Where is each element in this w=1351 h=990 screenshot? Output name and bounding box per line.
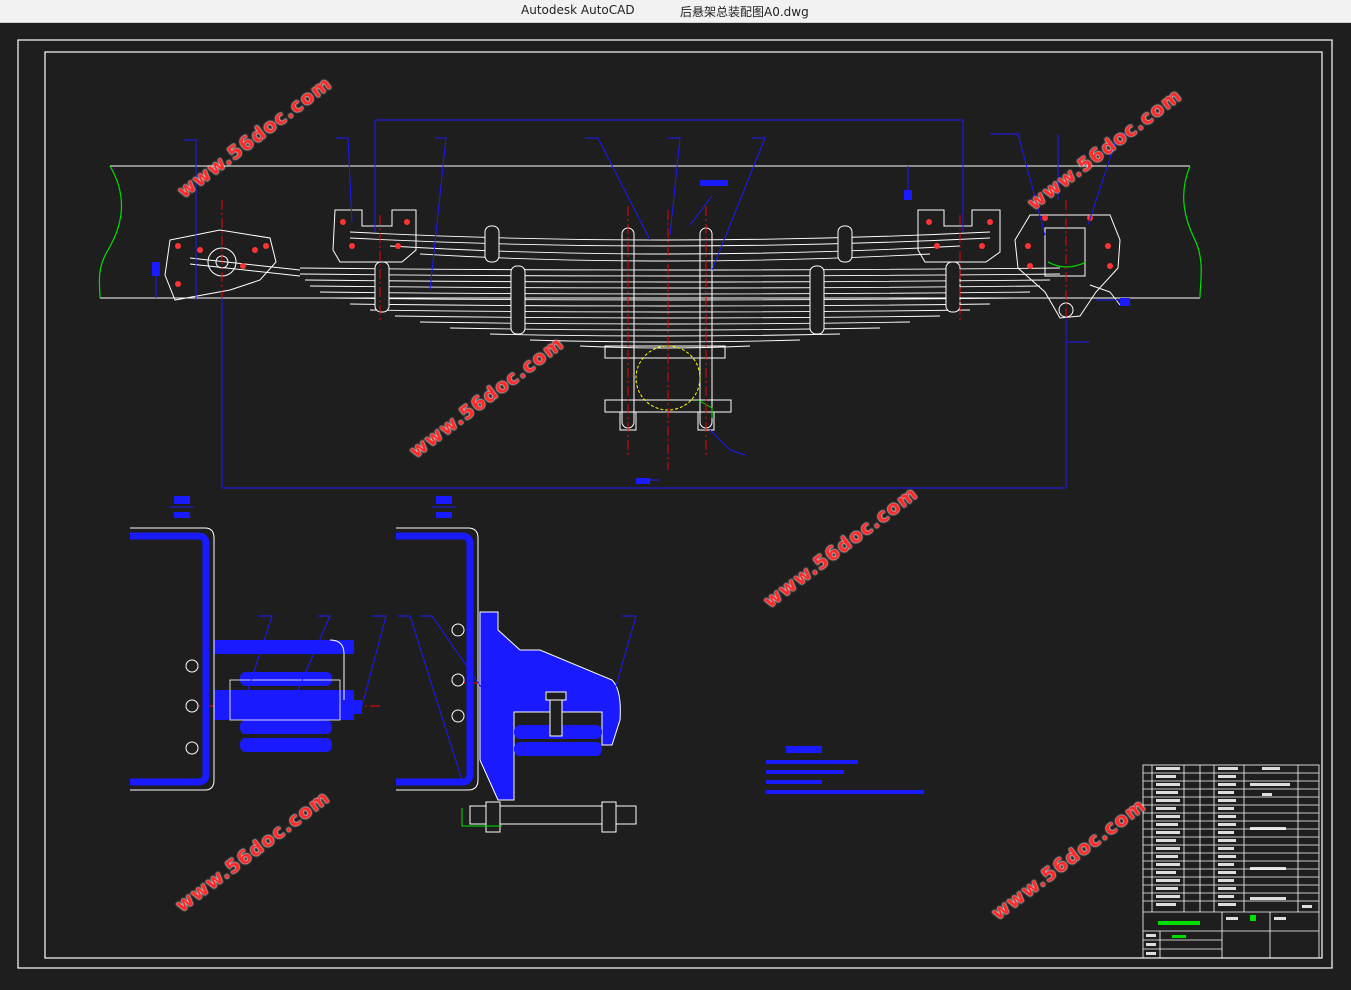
front-bracket-bolts — [175, 243, 269, 287]
title-block-text — [1146, 767, 1312, 955]
left-upper-bracket — [332, 209, 417, 263]
cad-drawing — [17, 39, 1333, 969]
section-b-view — [396, 527, 637, 833]
leaf-spring — [299, 231, 1061, 349]
app-title: Autodesk AutoCAD — [521, 3, 635, 17]
front-hanger-bracket — [164, 229, 301, 301]
frame-rail — [98, 165, 1202, 299]
spring-clips — [374, 225, 961, 335]
dimension-lines — [155, 119, 1130, 489]
technical-notes — [766, 746, 924, 794]
window-titlebar: Autodesk AutoCAD 后悬架总装配图A0.dwg — [0, 0, 1351, 23]
section-a-view — [130, 527, 387, 791]
title-block — [1142, 764, 1320, 959]
inner-border — [44, 51, 1323, 959]
drawing-canvas[interactable]: www.56doc.com www.56doc.com www.56doc.co… — [0, 23, 1351, 990]
right-upper-bracket — [917, 209, 1001, 263]
outer-border — [17, 39, 1333, 969]
file-title: 后悬架总装配图A0.dwg — [680, 5, 809, 19]
